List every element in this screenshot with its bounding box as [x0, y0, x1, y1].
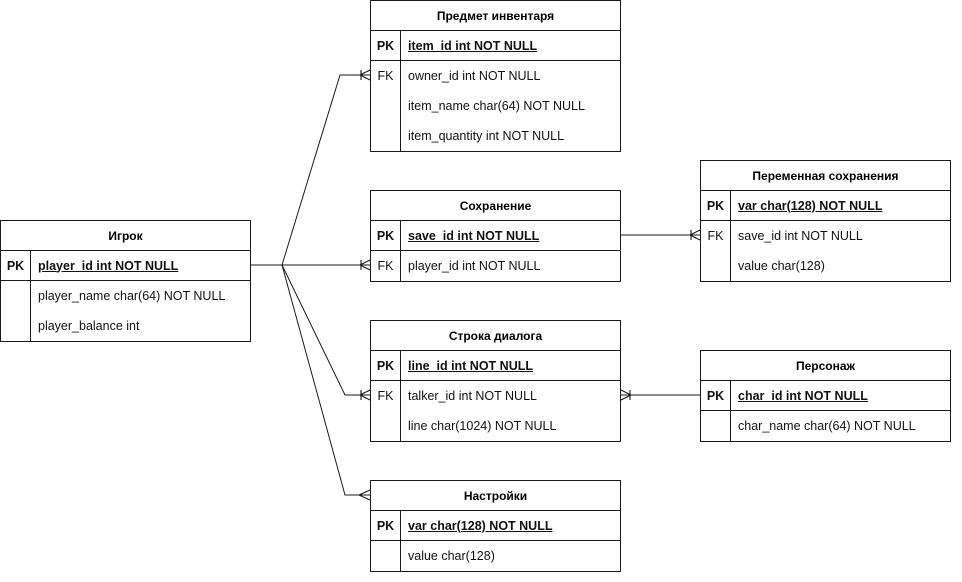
key-cell: FK [371, 251, 401, 281]
key-cell [701, 411, 731, 441]
field-cell: player_id int NOT NULL [408, 259, 541, 273]
key-cell [1, 281, 31, 311]
key-cell: PK [701, 381, 731, 410]
field-cell: owner_id int NOT NULL [408, 69, 541, 83]
field-cell: line char(1024) NOT NULL [408, 419, 557, 433]
key-cell: FK [371, 381, 401, 411]
field-cell: var char(128) NOT NULL [408, 518, 553, 533]
table-row: FK talker_id int NOT NULL [371, 381, 620, 411]
field-cell: item_id int NOT NULL [408, 38, 538, 53]
field-cell: item_name char(64) NOT NULL [408, 99, 585, 113]
key-cell [1, 311, 31, 341]
crowfoot-dialog-talker-marker [620, 389, 632, 401]
table-row: FK player_id int NOT NULL [371, 251, 620, 281]
table-row: PK item_id int NOT NULL [371, 31, 620, 61]
table-row: PK player_id int NOT NULL [1, 251, 250, 281]
field-cell: line_id int NOT NULL [408, 358, 533, 373]
key-cell: PK [1, 251, 31, 280]
table-title: Сохранение [371, 191, 620, 221]
table-title: Переменная сохранения [701, 161, 950, 191]
crowfoot-settings-marker [358, 489, 371, 501]
field-cell: talker_id int NOT NULL [408, 389, 537, 403]
table-title: Предмет инвентаря [371, 1, 620, 31]
table-row: PK save_id int NOT NULL [371, 221, 620, 251]
crowfoot-inventory-marker [359, 69, 371, 81]
key-cell [371, 121, 401, 151]
field-cell: player_id int NOT NULL [38, 258, 179, 273]
key-cell: FK [701, 221, 731, 251]
key-cell [371, 91, 401, 121]
table-row: item_quantity int NOT NULL [371, 121, 620, 151]
table-row: PK char_id int NOT NULL [701, 381, 950, 411]
table-row: PK var char(128) NOT NULL [701, 191, 950, 221]
table-row: FK save_id int NOT NULL [701, 221, 950, 251]
key-cell: PK [371, 31, 401, 60]
table-row: char_name char(64) NOT NULL [701, 411, 950, 441]
table-row: FK owner_id int NOT NULL [371, 61, 620, 91]
crowfoot-save-marker [359, 259, 371, 271]
table-row: value char(128) [371, 541, 620, 571]
edge-igrok-settings [281, 264, 370, 496]
table-title: Персонаж [701, 351, 950, 381]
table-title: Игрок [1, 221, 250, 251]
field-cell: value char(128) [408, 549, 495, 563]
field-cell: var char(128) NOT NULL [738, 198, 883, 213]
key-cell [701, 251, 731, 281]
table-row: PK line_id int NOT NULL [371, 351, 620, 381]
field-cell: player_name char(64) NOT NULL [38, 289, 226, 303]
edge-igrok-inventory [281, 74, 370, 266]
crowfoot-savevar-marker [689, 229, 701, 241]
key-cell: PK [371, 351, 401, 380]
key-cell [371, 541, 401, 571]
table-row: player_name char(64) NOT NULL [1, 281, 250, 311]
key-cell: FK [371, 61, 401, 91]
table-row: item_name char(64) NOT NULL [371, 91, 620, 121]
field-cell: item_quantity int NOT NULL [408, 129, 565, 143]
table-row: player_balance int [1, 311, 250, 341]
table-row: PK var char(128) NOT NULL [371, 511, 620, 541]
field-cell: char_id int NOT NULL [738, 388, 868, 403]
key-cell [371, 411, 401, 441]
key-cell: PK [371, 511, 401, 540]
table-row: line char(1024) NOT NULL [371, 411, 620, 441]
table-row: value char(128) [701, 251, 950, 281]
key-cell: PK [371, 221, 401, 250]
field-cell: value char(128) [738, 259, 825, 273]
field-cell: player_balance int [38, 319, 140, 333]
field-cell: save_id int NOT NULL [408, 228, 540, 243]
field-cell: save_id int NOT NULL [738, 229, 863, 243]
edge-igrok-dialog [281, 264, 370, 396]
key-cell: PK [701, 191, 731, 220]
field-cell: char_name char(64) NOT NULL [738, 419, 916, 433]
table-title: Строка диалога [371, 321, 620, 351]
table-title: Настройки [371, 481, 620, 511]
crowfoot-dialog-marker [359, 389, 371, 401]
